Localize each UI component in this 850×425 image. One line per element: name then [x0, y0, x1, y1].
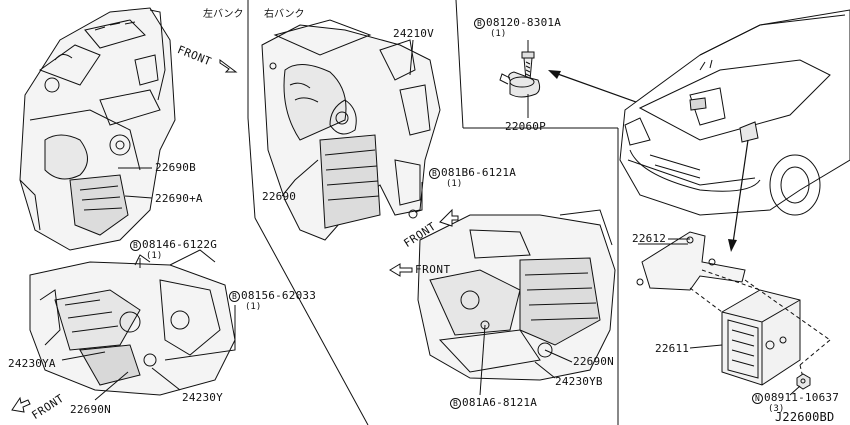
bolt-marker-icon: B: [130, 240, 141, 251]
engine-right-bank: [261, 19, 441, 241]
bolt-part-number: 081B6-6121A: [441, 166, 517, 179]
front-arrow: [389, 263, 413, 277]
ecm-bracket: [636, 231, 746, 291]
part-number-24230Y: 24230Y: [182, 391, 223, 404]
bolt-part-number: 081A6-8121A: [462, 396, 538, 409]
part-number-22690: 22690: [262, 190, 297, 203]
part-number-22612: 22612: [632, 232, 667, 245]
part-number-22611: 22611: [655, 342, 690, 355]
bolt-quantity: (1): [446, 179, 463, 189]
bolt-part-number: 08120-8301A: [486, 16, 562, 29]
dashed-guide: [689, 269, 831, 379]
bolt-marker-icon: B: [474, 18, 485, 29]
part-number-22690A: 22690+A: [155, 192, 203, 205]
front-label: FRONT: [415, 263, 451, 276]
bolt-quantity: (1): [490, 29, 507, 39]
bolt-part-number: 08146-6122G: [142, 238, 218, 251]
divider-line: [247, 117, 256, 219]
front-arrow: [11, 396, 31, 413]
knock-sensor: [499, 40, 541, 118]
front-arrow: [219, 59, 238, 73]
engine-left-bank-top: [19, 7, 176, 251]
diagram-code: J22600BD: [775, 410, 835, 424]
part-number-22690B: 22690B: [155, 161, 196, 174]
vehicle-illustration: [619, 9, 850, 216]
part-number-22690N: 22690N: [573, 355, 614, 368]
right-bank-label: 右バンク: [264, 9, 305, 20]
part-number-24230YB: 24230YB: [555, 375, 603, 388]
pointer-arrow: [728, 139, 749, 252]
bolt-marker-icon: B: [450, 398, 461, 409]
left-bank-label: 左バンク: [203, 9, 244, 20]
part-number-22690N: 22690N: [70, 403, 111, 416]
front-arrow: [439, 208, 459, 227]
bolt-quantity: (1): [245, 302, 262, 312]
divider-line: [254, 217, 369, 425]
nut-quantity: (3): [768, 404, 785, 414]
nut-marker-icon: N: [752, 393, 763, 404]
bolt-quantity: (1): [146, 251, 163, 261]
engine-underside-view: [417, 209, 616, 396]
bolt-marker-icon: B: [229, 291, 240, 302]
nut-part-number: 08911-10637: [764, 391, 840, 404]
divider-line: [455, 0, 464, 129]
engine-left-bank-bottom: [29, 249, 236, 401]
part-number-24210V: 24210V: [393, 27, 434, 40]
bolt-marker-icon: B: [429, 168, 440, 179]
ecm-unit: [721, 289, 801, 386]
part-number-22060P: 22060P: [505, 120, 546, 133]
part-number-24230YA: 24230YA: [8, 357, 56, 370]
nut-part: [796, 373, 811, 390]
bolt-part-number: 08156-62033: [241, 289, 317, 302]
